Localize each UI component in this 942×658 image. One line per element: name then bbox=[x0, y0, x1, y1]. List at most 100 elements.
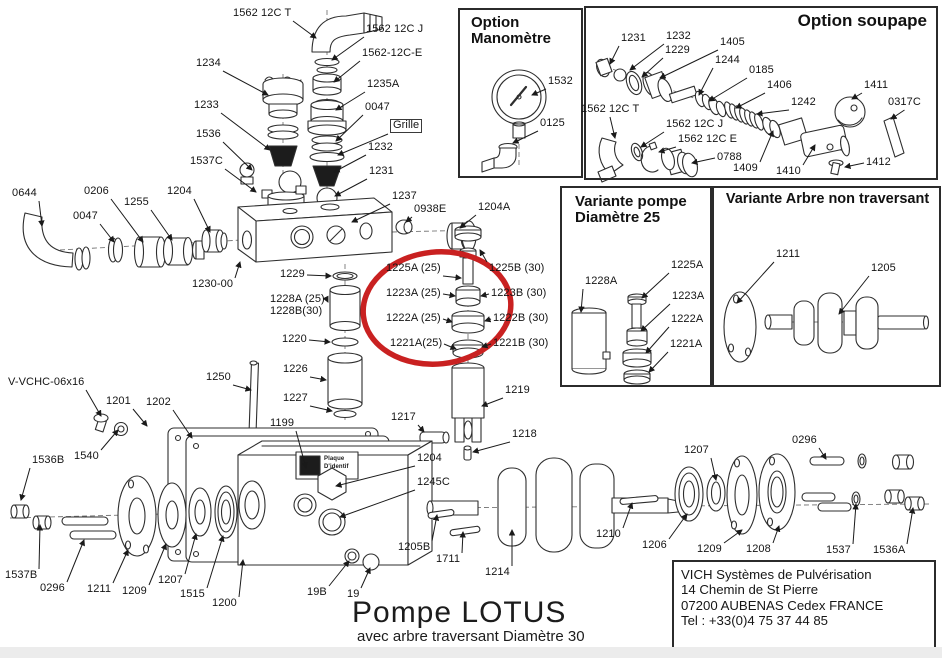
part-label-1562-12c-t: 1562 12C T bbox=[581, 103, 640, 115]
part-label-1205: 1205 bbox=[871, 262, 896, 274]
part-label-1230-00: 1230-00 bbox=[192, 278, 234, 290]
part-label-1245c: 1245C bbox=[417, 476, 450, 488]
part-label-1228a-25-: 1228A (25) bbox=[270, 293, 325, 305]
part-label-1536: 1536 bbox=[196, 128, 221, 140]
part-label-1204: 1204 bbox=[417, 452, 442, 464]
part-label-1204: 1204 bbox=[167, 185, 192, 197]
part-label-1409: 1409 bbox=[733, 162, 758, 174]
part-label-1223a-25-: 1223A (25) bbox=[386, 287, 441, 299]
part-label-1210: 1210 bbox=[596, 528, 621, 540]
part-label-1207: 1207 bbox=[158, 574, 183, 586]
part-label-1250: 1250 bbox=[206, 371, 231, 383]
highlight-ellipse bbox=[360, 249, 514, 367]
part-label-1199: 1199 bbox=[270, 417, 295, 429]
part-label-1406: 1406 bbox=[767, 79, 792, 91]
part-label-1206: 1206 bbox=[642, 539, 667, 551]
part-label-1219: 1219 bbox=[505, 384, 530, 396]
part-label-1226: 1226 bbox=[283, 363, 308, 375]
part-label-1537b: 1537B bbox=[5, 569, 38, 581]
part-label-1208: 1208 bbox=[746, 543, 771, 555]
part-label-1223b-30-: 1223B (30) bbox=[491, 287, 547, 299]
part-label-0296: 0296 bbox=[40, 582, 65, 594]
part-label-0047: 0047 bbox=[73, 210, 98, 222]
part-label-1228b-30-: 1228B(30) bbox=[270, 305, 323, 317]
diagram-linework bbox=[10, 12, 930, 571]
part-label-0206: 0206 bbox=[84, 185, 109, 197]
part-label-1536a: 1536A bbox=[873, 544, 906, 556]
part-label-1562-12c-t: 1562 12C T bbox=[233, 7, 292, 19]
part-label-1412: 1412 bbox=[866, 156, 891, 168]
part-label-d-identif: D'identif bbox=[324, 464, 349, 470]
address-line-city: 07200 AUBENAS Cedex FRANCE bbox=[681, 597, 884, 613]
part-label-1562-12c-j: 1562 12C J bbox=[366, 23, 424, 35]
part-label-1204a: 1204A bbox=[478, 201, 511, 213]
part-label-1532: 1532 bbox=[548, 75, 573, 87]
part-label-1225a: 1225A bbox=[671, 259, 704, 271]
part-label-1537: 1537 bbox=[826, 544, 851, 556]
part-label-1537c: 1537C bbox=[190, 155, 223, 167]
part-label-v-vchc-06x16: V-VCHC-06x16 bbox=[8, 376, 85, 388]
part-label-0047: 0047 bbox=[365, 101, 390, 113]
part-label-1232: 1232 bbox=[368, 141, 393, 153]
part-label-1209: 1209 bbox=[697, 543, 722, 555]
part-label-1255: 1255 bbox=[124, 196, 149, 208]
part-label-0317c: 0317C bbox=[888, 96, 921, 108]
part-label-1225a-25-: 1225A (25) bbox=[386, 262, 441, 274]
part-label-0938e: 0938E bbox=[414, 203, 447, 215]
part-label-1234: 1234 bbox=[196, 57, 221, 69]
part-label-1217: 1217 bbox=[391, 411, 416, 423]
part-label-1235a: 1235A bbox=[367, 78, 400, 90]
part-label-1223a: 1223A bbox=[672, 290, 705, 302]
part-label-plaque: Plaque bbox=[324, 456, 345, 462]
part-label-1207: 1207 bbox=[684, 444, 709, 456]
part-label-1221b-30-: 1221B (30) bbox=[493, 337, 549, 349]
part-label-1218: 1218 bbox=[512, 428, 537, 440]
part-label-1225b-30-: 1225B (30) bbox=[489, 262, 545, 274]
part-label-1209: 1209 bbox=[122, 585, 147, 597]
address-line-phone: Tel : +33(0)4 75 37 44 85 bbox=[681, 612, 828, 628]
part-label-1562-12c-e: 1562 12C E bbox=[678, 133, 738, 145]
part-label-1562-12c-e: 1562-12C-E bbox=[362, 47, 423, 59]
part-label-0788: 0788 bbox=[717, 151, 742, 163]
address-line-company: VICH Systèmes de Pulvérisation bbox=[681, 567, 872, 582]
part-label-1229: 1229 bbox=[280, 268, 305, 280]
part-label-19: 19 bbox=[347, 588, 360, 600]
part-label-1562-12c-j: 1562 12C J bbox=[666, 118, 724, 130]
part-label-1222a-25-: 1222A (25) bbox=[386, 312, 441, 324]
part-label-1220: 1220 bbox=[282, 333, 307, 345]
part-label-grille: Grille bbox=[390, 119, 423, 133]
part-label-1202: 1202 bbox=[146, 396, 171, 408]
page-bottom-edge bbox=[0, 647, 942, 658]
part-label-1411: 1411 bbox=[864, 79, 889, 91]
part-label-1536b: 1536B bbox=[32, 454, 65, 466]
part-label-0125: 0125 bbox=[540, 117, 565, 129]
part-label-1410: 1410 bbox=[776, 165, 801, 177]
page-subtitle: avec arbre traversant Diamètre 30 bbox=[357, 628, 585, 645]
part-label-1211: 1211 bbox=[776, 248, 801, 260]
part-label-1222b-30-: 1222B (30) bbox=[493, 312, 549, 324]
address-line-street: 14 Chemin de St Pierre bbox=[681, 582, 819, 598]
part-label-1244: 1244 bbox=[715, 54, 740, 66]
part-label-1221a-25-: 1221A(25) bbox=[390, 337, 443, 349]
part-label-1221a: 1221A bbox=[670, 338, 703, 350]
page-title: Pompe LOTUS bbox=[352, 596, 567, 629]
part-label-1229: 1229 bbox=[665, 44, 690, 56]
part-label-1233: 1233 bbox=[194, 99, 219, 111]
part-label-1211: 1211 bbox=[87, 583, 112, 595]
part-label-1232: 1232 bbox=[666, 30, 691, 42]
part-label-1231: 1231 bbox=[369, 165, 394, 177]
part-label-1214: 1214 bbox=[485, 566, 510, 578]
part-label-1201: 1201 bbox=[106, 395, 131, 407]
part-label-1515: 1515 bbox=[180, 588, 205, 600]
part-label-1540: 1540 bbox=[74, 450, 99, 462]
part-label-0296: 0296 bbox=[792, 434, 817, 446]
part-label-1242: 1242 bbox=[791, 96, 816, 108]
part-label-1200: 1200 bbox=[212, 597, 237, 609]
part-label-0644: 0644 bbox=[12, 187, 37, 199]
part-label-1227: 1227 bbox=[283, 392, 308, 404]
part-label-1231: 1231 bbox=[621, 32, 646, 44]
leader-lines bbox=[19, 20, 916, 598]
part-label-0185: 0185 bbox=[749, 64, 774, 76]
